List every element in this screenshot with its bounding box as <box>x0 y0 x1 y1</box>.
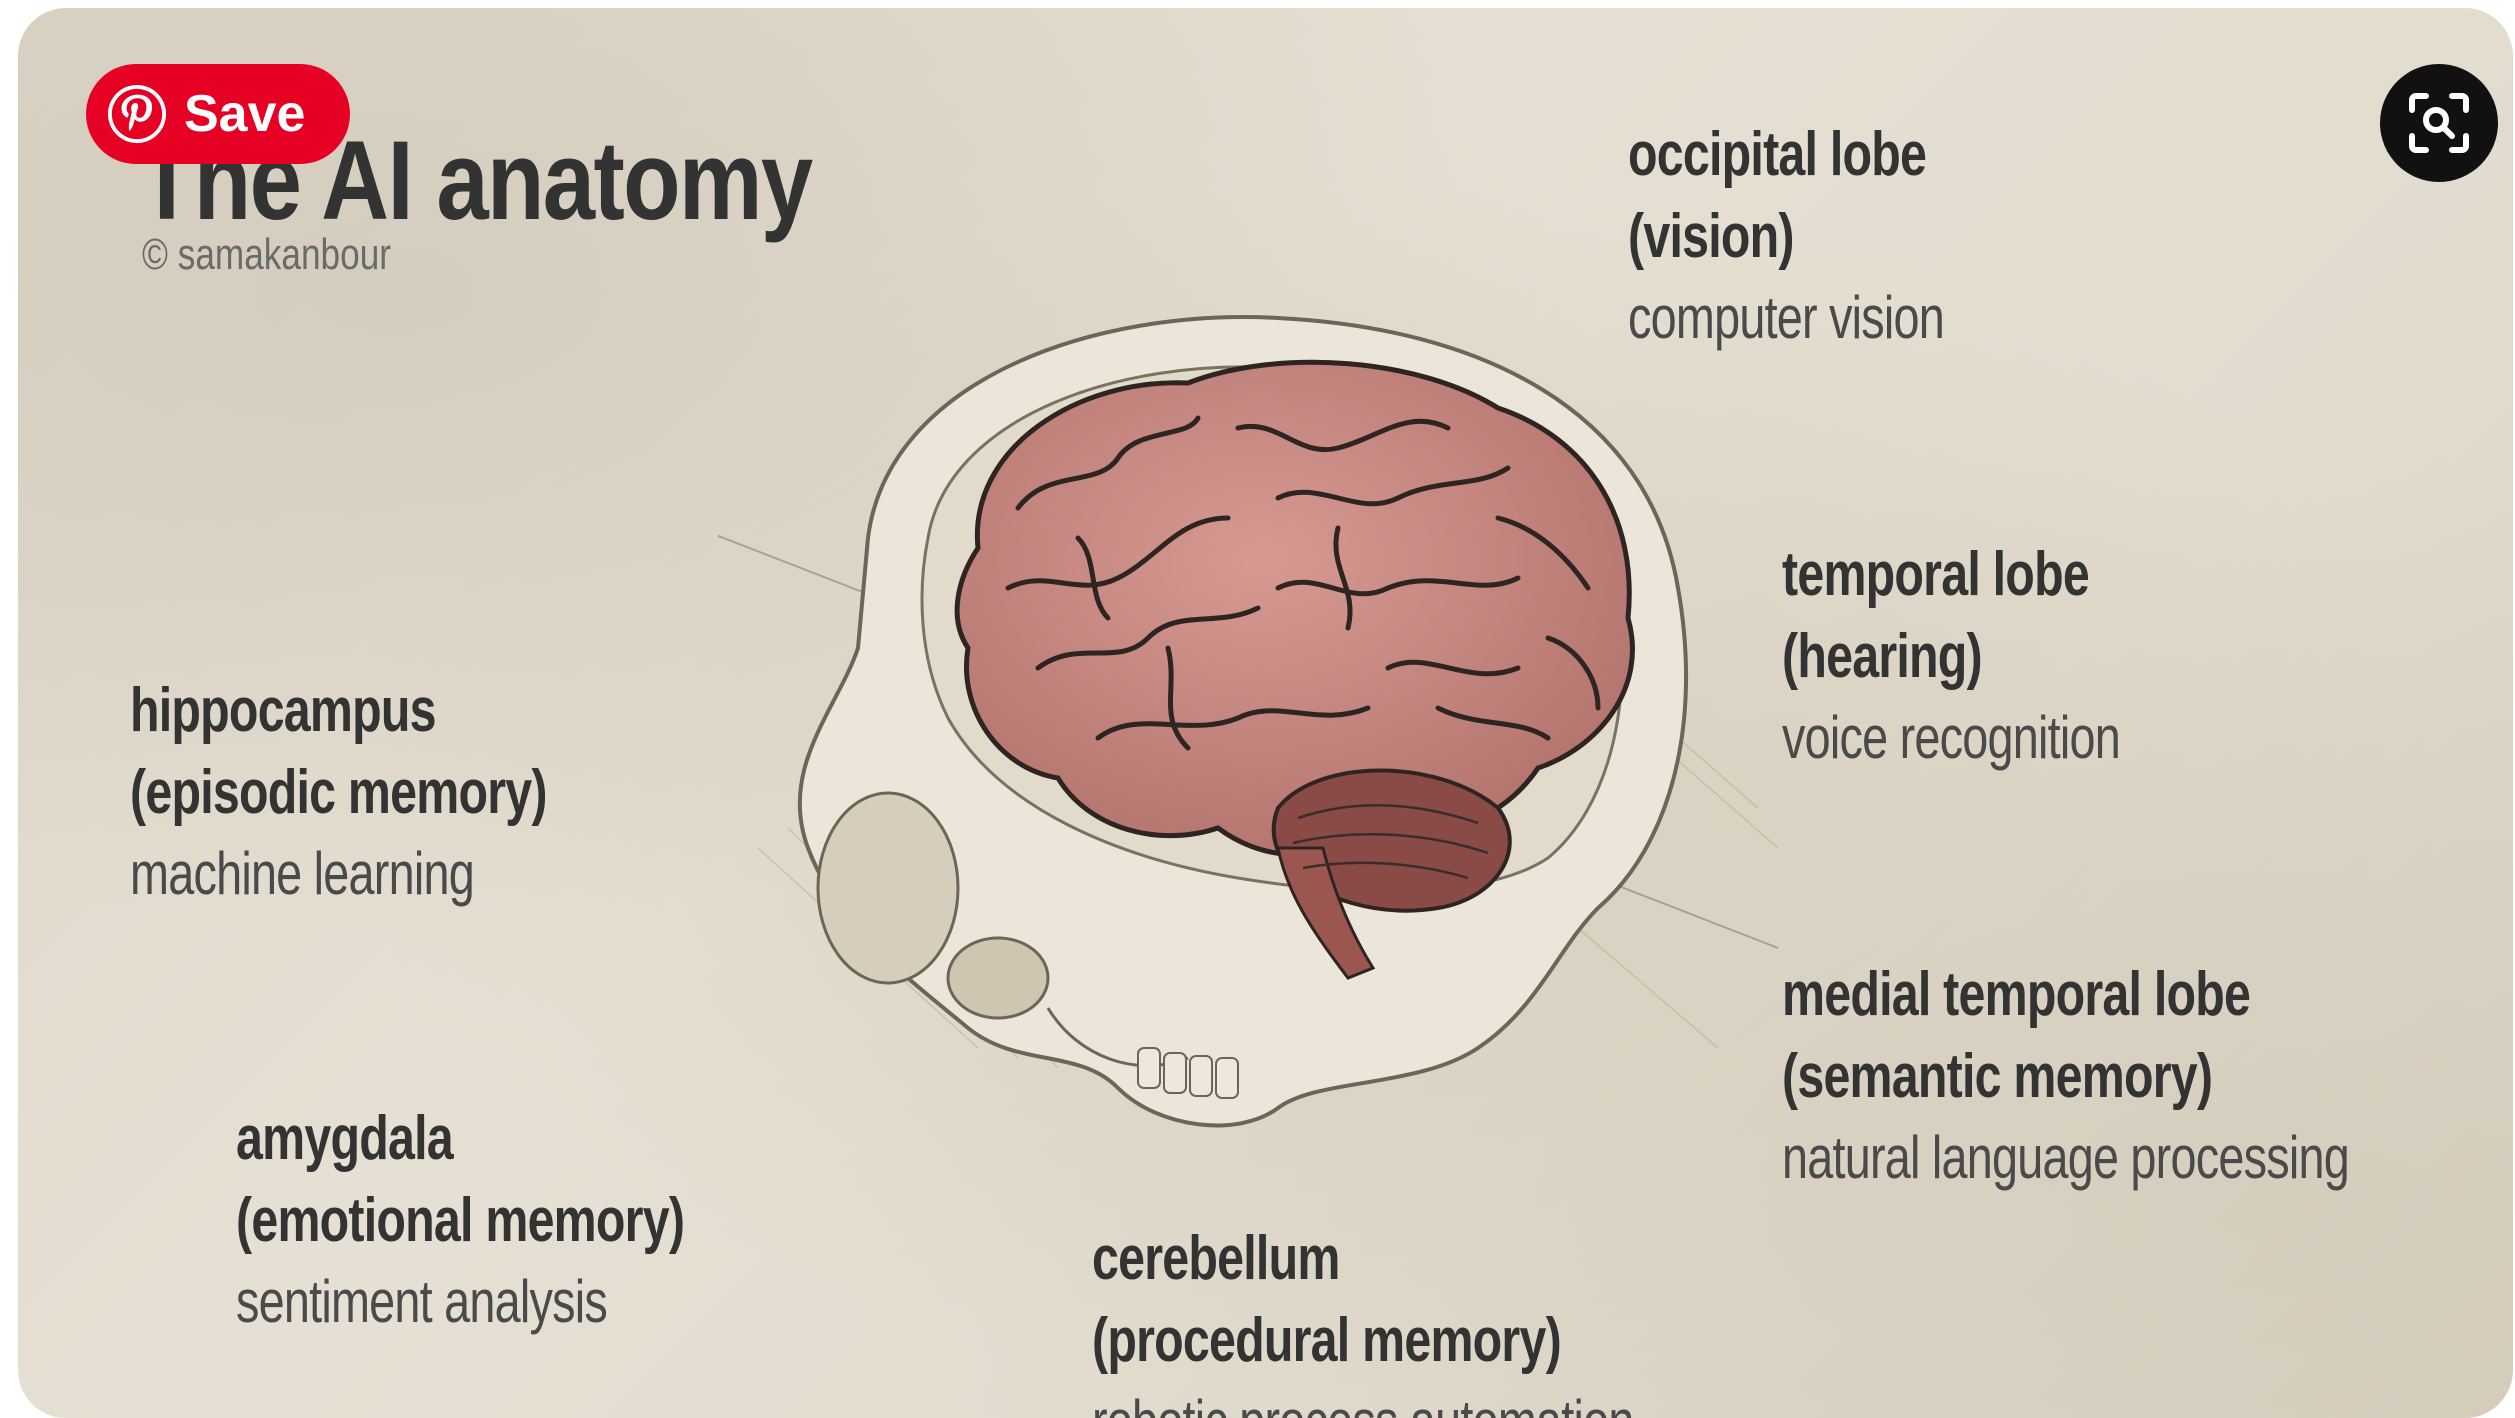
poster-credit: © samakanbour <box>142 230 391 280</box>
label-temporal-lobe: temporal lobe (hearing) voice recognitio… <box>1782 544 2215 768</box>
label-part: cerebellum <box>1092 1228 1634 1290</box>
pin-image-card[interactable]: The AI anatomy © samakanbour occipital l… <box>18 8 2513 1418</box>
pinterest-logo-icon <box>106 83 168 145</box>
brain-shape <box>957 362 1632 854</box>
label-part: hippocampus <box>130 680 547 742</box>
label-ai: computer vision <box>1628 288 1944 348</box>
label-function: (emotional memory) <box>236 1190 684 1252</box>
label-ai: voice recognition <box>1782 708 2120 768</box>
pinterest-save-button[interactable]: Save <box>86 64 350 164</box>
label-medial-temporal-lobe: medial temporal lobe (semantic memory) n… <box>1782 964 2509 1188</box>
label-part: amygdala <box>236 1108 684 1170</box>
label-function: (vision) <box>1628 206 1944 268</box>
visual-search-icon <box>2406 90 2472 156</box>
label-hippocampus: hippocampus (episodic memory) machine le… <box>130 680 664 904</box>
save-button-label: Save <box>184 84 305 144</box>
label-function: (episodic memory) <box>130 762 547 824</box>
brain-skull-illustration <box>718 288 1798 1188</box>
label-ai: robotic process automation <box>1092 1392 1634 1418</box>
label-part: occipital lobe <box>1628 124 1944 186</box>
label-occipital-lobe: occipital lobe (vision) computer vision <box>1628 124 2033 348</box>
label-function: (semantic memory) <box>1782 1046 2349 1108</box>
label-cerebellum: cerebellum (procedural memory) robotic p… <box>1092 1228 1786 1418</box>
label-function: (procedural memory) <box>1092 1310 1634 1372</box>
label-amygdala: amygdala (emotional memory) sentiment an… <box>236 1108 811 1332</box>
label-ai: sentiment analysis <box>236 1272 684 1332</box>
label-ai: machine learning <box>130 844 547 904</box>
label-ai: natural language processing <box>1782 1128 2349 1188</box>
label-function: (hearing) <box>1782 626 2120 688</box>
visual-search-button[interactable] <box>2380 64 2498 182</box>
label-part: temporal lobe <box>1782 544 2120 606</box>
label-part: medial temporal lobe <box>1782 964 2349 1026</box>
